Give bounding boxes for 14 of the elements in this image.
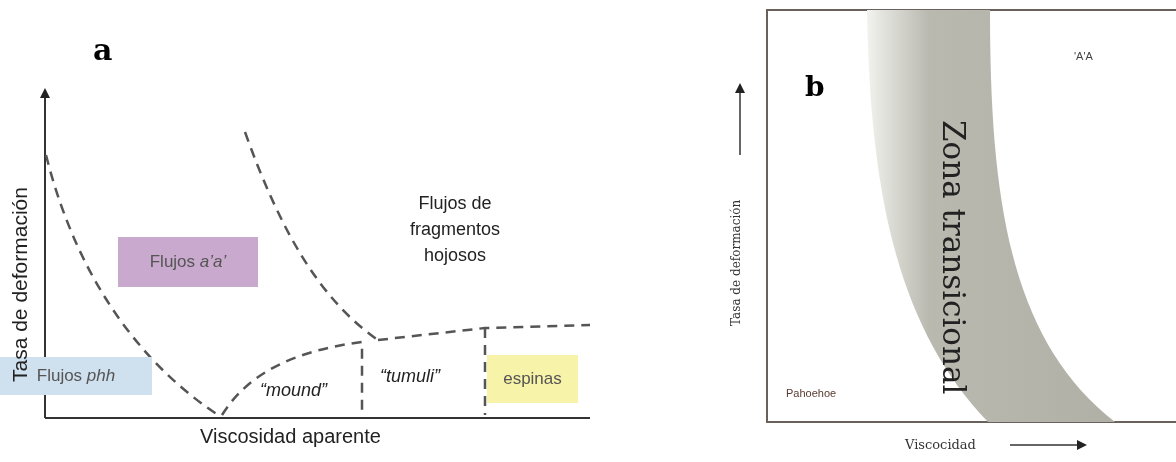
region-label: Pahoehoe bbox=[786, 387, 837, 399]
panel-letter: b bbox=[805, 70, 825, 103]
zone-label: Zona transicional bbox=[937, 120, 971, 395]
region-label: “mound” bbox=[260, 380, 328, 401]
region-label: 'A'A bbox=[1074, 50, 1093, 62]
region-label: Flujos de fragmentos hojosos bbox=[408, 192, 501, 267]
panel-letter: a bbox=[93, 32, 113, 67]
region-patch: Flujos a’a’ bbox=[118, 237, 258, 287]
axis-title: Viscocidad bbox=[905, 437, 976, 452]
region-label: “tumuli” bbox=[380, 366, 440, 387]
axis-title: Viscosidad aparente bbox=[200, 425, 381, 448]
axis-title: Tasa de deformación bbox=[729, 198, 743, 329]
region-patch: espinas bbox=[487, 355, 578, 403]
axis-title: Tasa de deformación bbox=[8, 186, 32, 385]
